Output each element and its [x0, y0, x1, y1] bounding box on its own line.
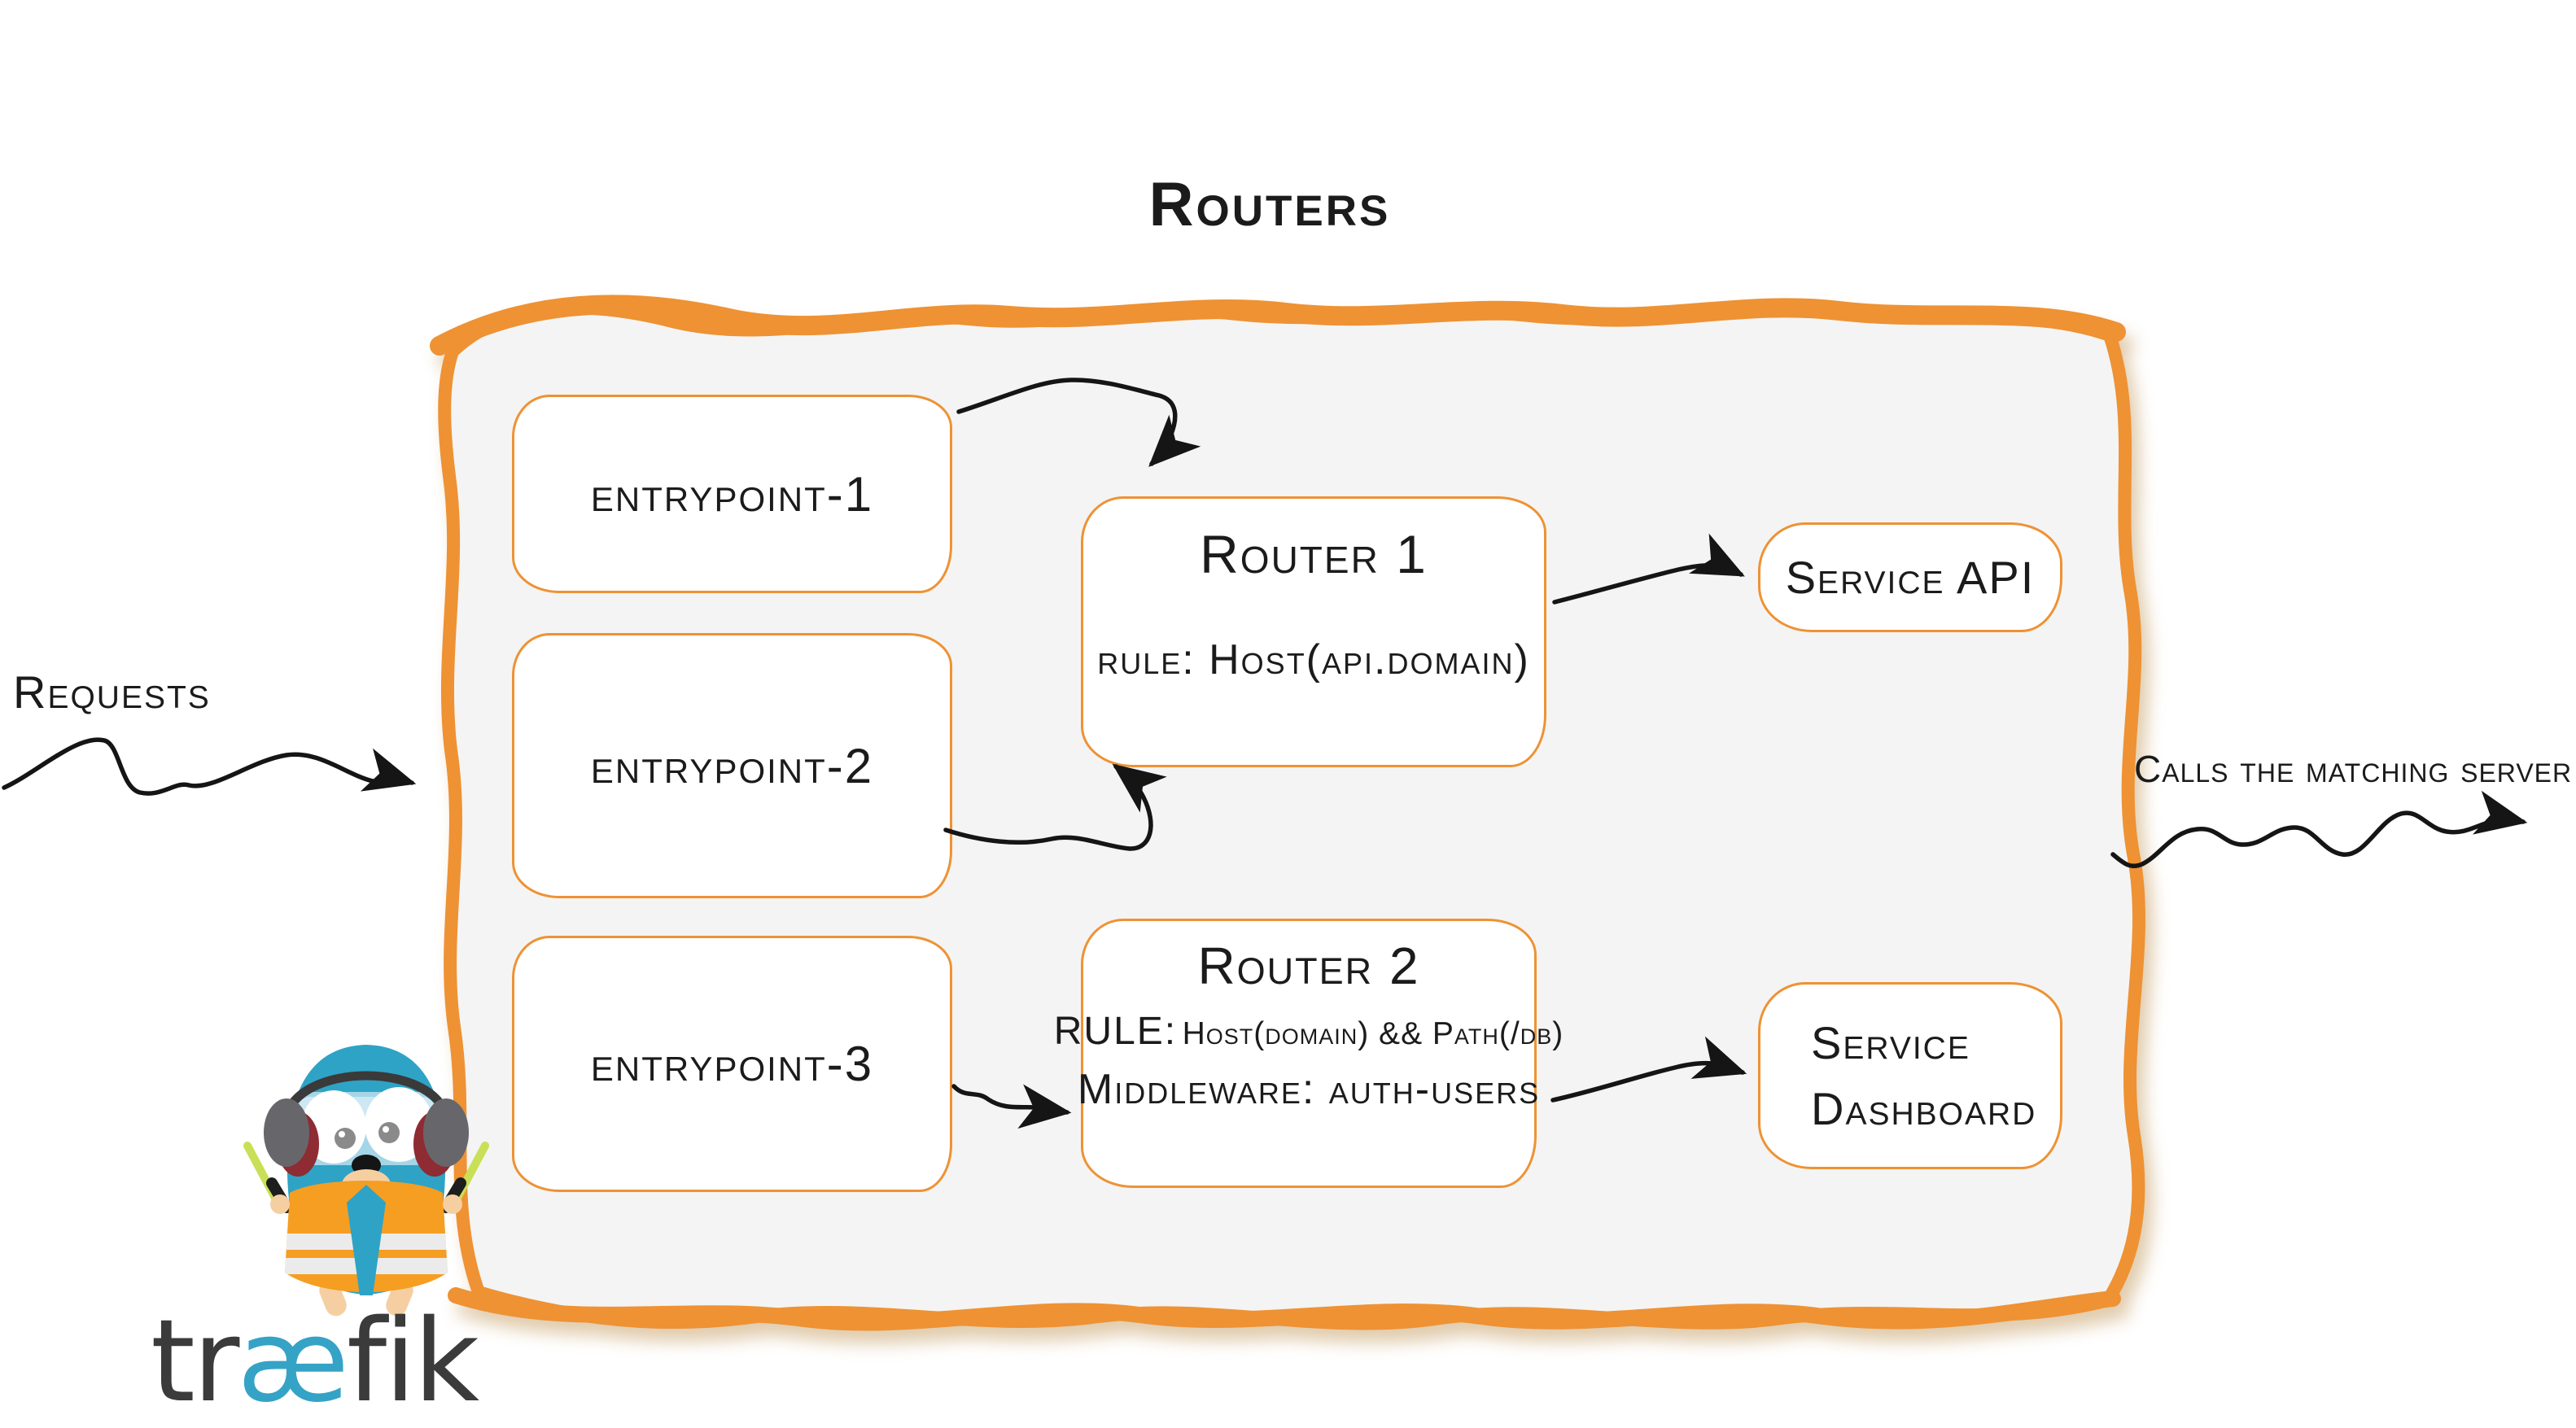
gopher-pupil-left [335, 1128, 356, 1149]
wordmark-ae: æ [237, 1295, 348, 1428]
router-2-rule: RULE: Host(domain) && Path(/db) [1054, 1009, 1564, 1054]
service-dashboard-line2: Dashboard [1811, 1083, 2037, 1134]
gopher-hand-right [443, 1194, 462, 1214]
entrypoint-2-label: entrypoint-2 [590, 738, 874, 793]
service-dashboard-line1: Service [1811, 1016, 1970, 1068]
router-2-title: Router 2 [1197, 937, 1420, 995]
router-2-node: Router 2 RULE: Host(domain) && Path(/db)… [1054, 919, 1563, 1188]
pupil-highlight-right [383, 1126, 389, 1133]
service-dashboard-node: Service Dashboard [1758, 982, 2062, 1169]
service-api-node: Service API [1758, 522, 2062, 632]
wordmark-post: fik [346, 1295, 479, 1428]
entrypoint-1-node: entrypoint-1 [512, 395, 952, 593]
ear-cup-right [423, 1098, 469, 1167]
gopher-hand-left [270, 1194, 290, 1214]
service-api-label: Service API [1785, 552, 2036, 603]
router-2-middleware: Middleware: auth-users [1077, 1066, 1541, 1113]
vest-center-gap [347, 1185, 386, 1295]
page-title: Routers [1148, 170, 1391, 239]
ear-cup-left [264, 1098, 309, 1167]
router-1-rule: rule: Host(api.domain) [1097, 636, 1530, 683]
entrypoint-3-node: entrypoint-3 [512, 936, 952, 1192]
calls-matching-server-label: Calls the matching server [2134, 748, 2573, 790]
pupil-highlight-left [339, 1131, 345, 1138]
entrypoint-3-label: entrypoint-3 [590, 1037, 874, 1091]
traefik-wordmark: træfik [151, 1295, 479, 1428]
entrypoint-1-label: entrypoint-1 [590, 466, 874, 522]
router-1-node: Router 1 rule: Host(api.domain) [1081, 496, 1546, 767]
router-2-rule-label: RULE: [1053, 1010, 1178, 1053]
requests-label: Requests [13, 666, 211, 718]
router-2-rule-value: Host(domain) && Path(/db) [1182, 1016, 1564, 1051]
traefik-gopher-logo [243, 1045, 489, 1317]
entrypoint-2-node: entrypoint-2 [512, 633, 952, 898]
router-1-title: Router 1 [1200, 524, 1428, 584]
gopher-pupil-right [378, 1122, 400, 1143]
frame-brush-bottom [448, 1287, 2121, 1331]
wordmark-pre: tr [151, 1295, 239, 1428]
frame-brush-top [430, 295, 2126, 356]
